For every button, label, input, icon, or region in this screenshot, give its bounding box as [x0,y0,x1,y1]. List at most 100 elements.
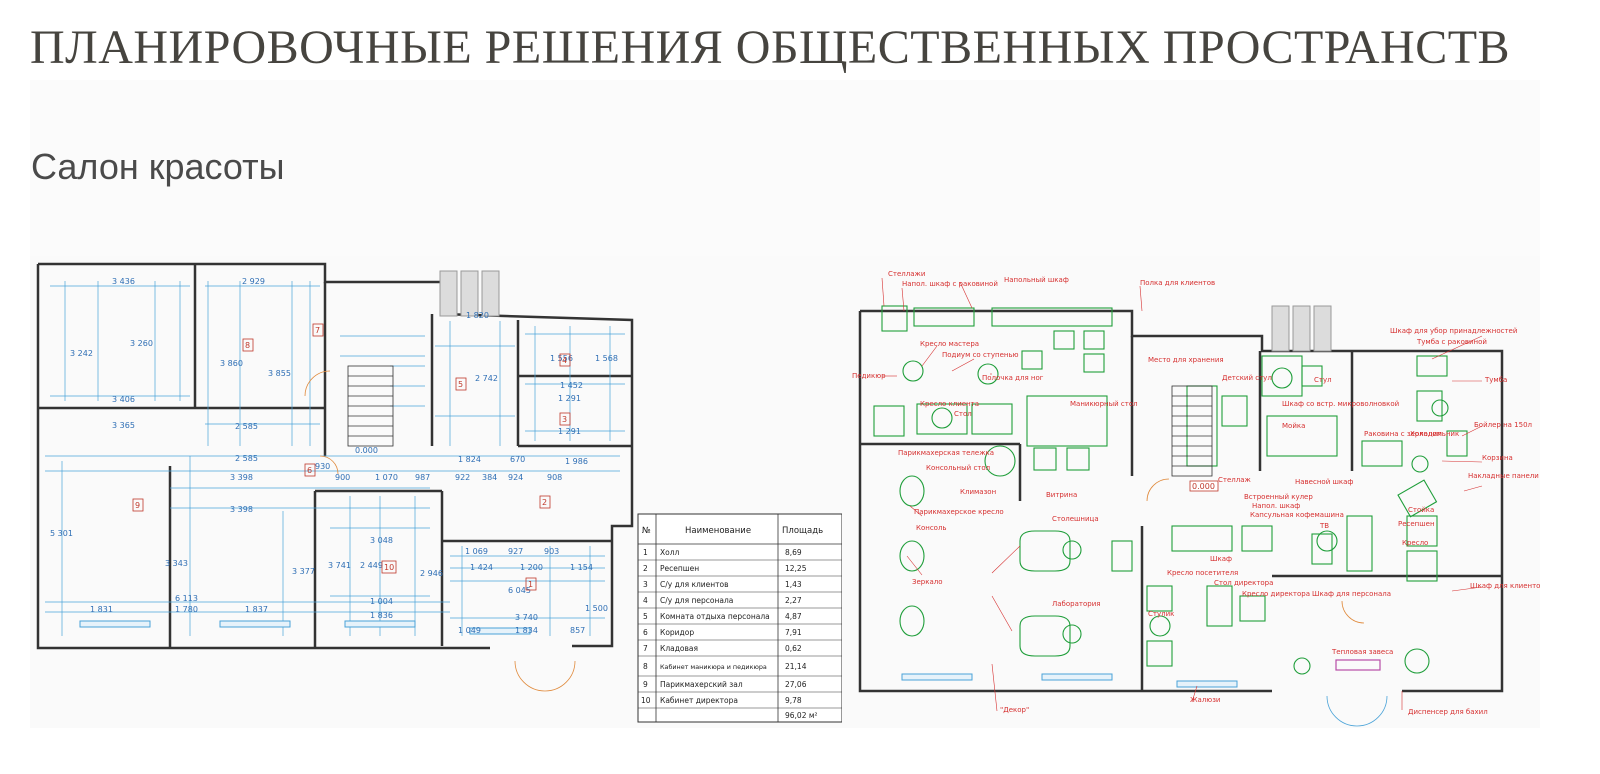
dimension-label: 2 742 [475,374,498,383]
furniture-label: Корзина [1482,454,1513,462]
furniture-label: Диспенсер для бахил [1408,708,1488,716]
furniture-label: Консольный стол [926,464,990,472]
table-cell-area: 21,14 [785,662,807,671]
dimension-label: 857 [570,626,585,635]
table-cell-num: 3 [643,580,648,589]
dimension-label: 924 [508,473,523,482]
table-cell-name: Кабинет маникюра и педикюра [660,663,767,671]
dimension-label: 1 986 [565,457,588,466]
dimension-label: 930 [315,462,330,471]
measurement-floor-plan: 3 436 2 929 3 242 3 260 3 860 3 855 3 40… [30,256,842,728]
dimension-label: 2 946 [420,569,443,578]
table-cell-name: Комната отдыха персонала [660,612,770,621]
zero-mark: 0.000 [1192,482,1215,491]
furniture-label: Лаборатория [1052,600,1100,608]
table-cell-area: 27,06 [785,680,807,689]
dimension-label: 903 [544,547,559,556]
room-number: 7 [315,326,320,335]
furniture-label: Стол [954,410,972,418]
table-cell-area: 8,69 [785,548,802,557]
dimension-label: 2 585 [235,422,258,431]
dimension-label: 3 242 [70,349,93,358]
room-number: 4 [562,356,567,365]
section-subtitle: Салон красоты [31,146,285,187]
furniture-label: Подиум со ступенью [942,351,1019,359]
dimension-label: 1 452 [560,381,583,390]
furniture-label: Стулик [1148,610,1174,618]
room-number: 3 [562,415,567,424]
dimension-label: 900 [335,473,350,482]
room-number: 6 [307,466,312,475]
dimension-label: 1 200 [520,563,543,572]
dimension-label: 1 836 [370,611,393,620]
dimension-label: 670 [510,455,525,464]
dimension-label: 1 834 [515,626,538,635]
dimension-label: 1 568 [595,354,618,363]
table-cell-name: С/у для персонала [660,596,733,605]
table-cell-num: 6 [643,628,648,637]
furniture-label: Кресло клиента [920,400,979,408]
furniture-label: Шкаф для убор принадлежностей [1390,327,1517,335]
dimension-label: 2 449 [360,561,383,570]
table-cell-area: 4,87 [785,612,802,621]
dimension-label: 1 556 [550,354,573,363]
room-number: 5 [458,380,463,389]
room-number: 10 [384,563,394,572]
dimension-label: 384 [482,473,497,482]
dimension-label: 3 436 [112,277,135,286]
dimension-label: 1 424 [470,563,493,572]
table-cell-num: 5 [643,612,648,621]
dimension-label: 987 [415,473,430,482]
furniture-label: Шкаф для клиентов [1470,582,1540,590]
dimension-label: 6 113 [175,594,198,603]
table-header: Наименование [685,526,751,536]
table-cell-name: С/у для клиентов [660,580,729,589]
furniture-label: Жалюзи [1190,696,1220,704]
dimension-label: 3 741 [328,561,351,570]
table-cell-num: 8 [643,662,648,671]
furniture-label: Витрина [1046,491,1077,499]
dimension-label: 1 291 [558,427,581,436]
dimension-label: 1 780 [175,605,198,614]
furniture-label: Напольный шкаф [1004,276,1069,284]
dimension-label: 3 860 [220,359,243,368]
dimension-label: 3 398 [230,505,253,514]
room-area-table: № Наименование Площадь 1 Холл 8,69 2 Рес… [637,513,842,723]
furniture-label: Полочка для ног [982,374,1044,382]
table-header: № [642,526,651,536]
furniture-label: Стойка [1408,506,1434,514]
furniture-label: Кресло посетителя [1167,569,1238,577]
dimension-label: 2 585 [235,454,258,463]
table-cell-name: Холл [660,548,680,557]
table-cell-name: Кладовая [660,644,698,653]
dimension-label: 1 069 [465,547,488,556]
furniture-label: Холодильник [1410,430,1459,438]
table-cell-area: 9,78 [785,696,802,705]
dimension-label: 2 929 [242,277,265,286]
dimension-label: 5 301 [50,529,73,538]
furniture-label: Полка для клиентов [1140,279,1215,287]
furniture-label: ТВ [1319,522,1329,530]
measurement-plan-drawing: 3 436 2 929 3 242 3 260 3 860 3 855 3 40… [36,262,842,723]
furniture-label: Ресепшен [1398,520,1435,528]
furniture-label: Напол. шкаф [1252,502,1300,510]
dimension-label: 3 740 [515,613,538,622]
table-cell-num: 1 [643,548,648,557]
table-cell-num: 10 [641,696,651,705]
table-cell-area: 1,43 [785,580,802,589]
furniture-label: Парикмахерское кресло [914,508,1004,516]
furniture-label: "Декор" [1000,706,1029,714]
furniture-label: Шкаф для персонала [1312,590,1391,598]
dimension-label: 922 [455,473,470,482]
dimension-label: 3 343 [165,559,188,568]
furniture-label: Климазон [960,488,996,496]
dimension-label: 1 500 [585,604,608,613]
dimension-label: 0.000 [355,446,378,455]
dimension-label: 3 048 [370,536,393,545]
table-cell-name: Кабинет директора [660,696,738,705]
dimension-label: 3 406 [112,395,135,404]
dimension-label: 1 291 [558,394,581,403]
dimension-label: 1 837 [245,605,268,614]
furniture-label: Кресло [1402,539,1428,547]
furniture-label: Кресло директора [1242,590,1310,598]
